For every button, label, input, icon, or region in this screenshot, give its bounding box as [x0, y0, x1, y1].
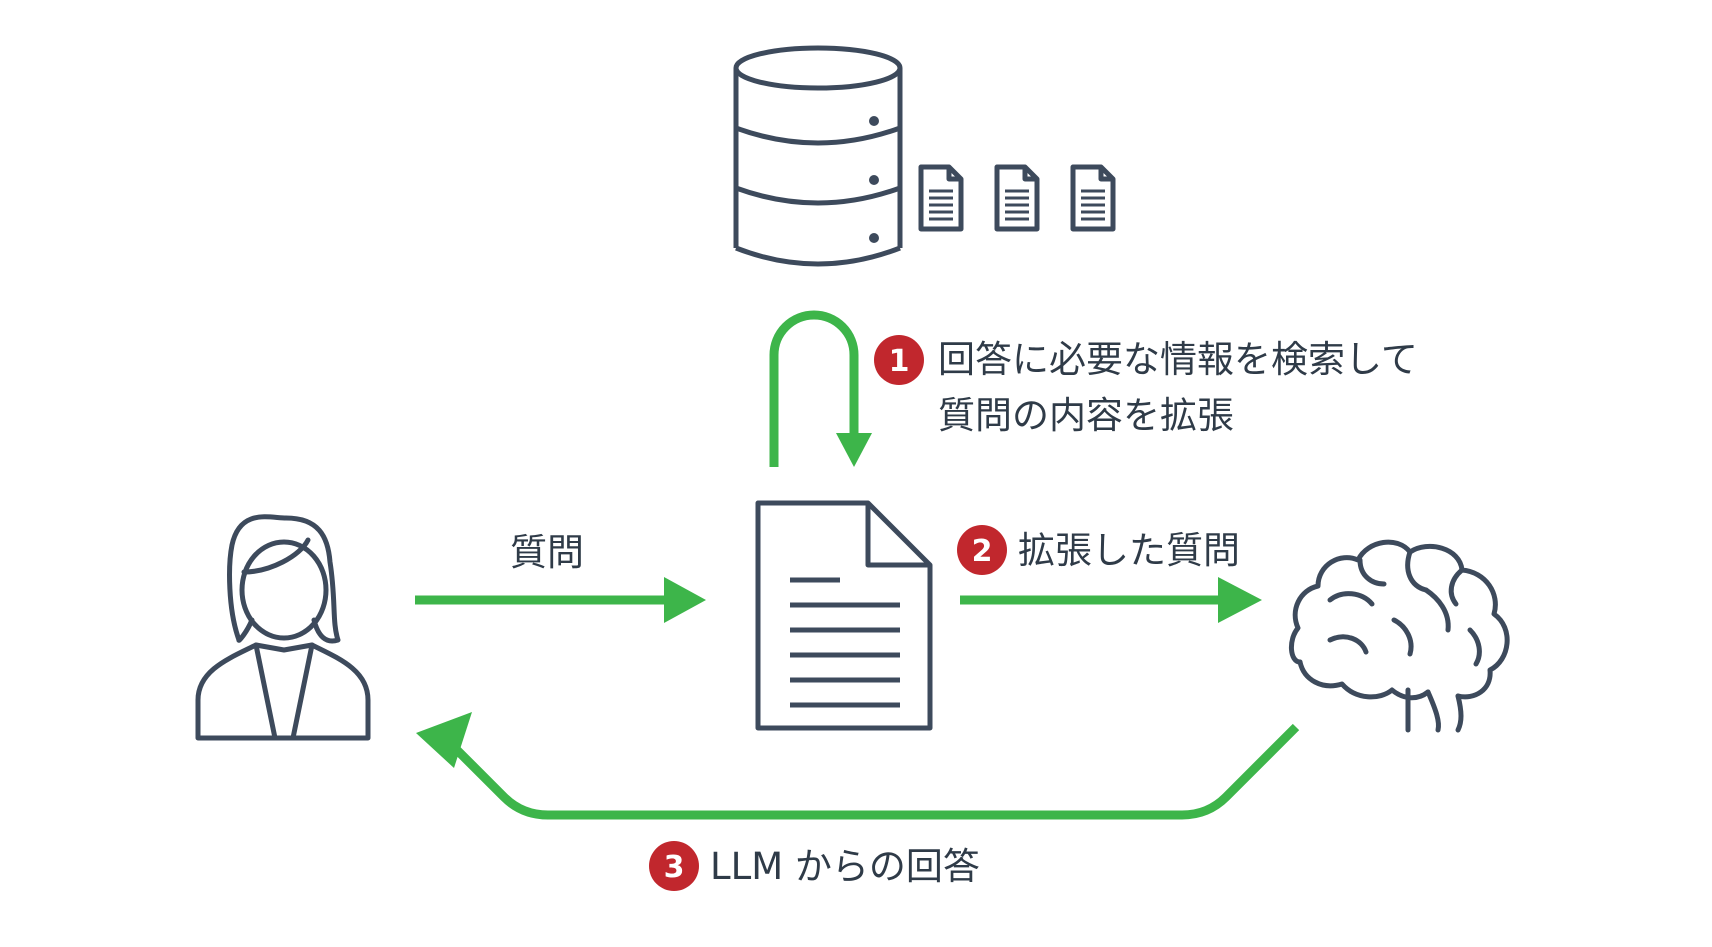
- question-label: 質問: [510, 531, 584, 574]
- step-1-badge: 1: [874, 335, 924, 385]
- step-1-label-line2: 質問の内容を拡張: [938, 394, 1234, 437]
- question-arrow: [415, 577, 706, 623]
- retrieval-loop-arrow: [769, 310, 872, 467]
- svg-text:3: 3: [664, 850, 685, 885]
- step-3-label: LLM からの回答: [710, 845, 980, 888]
- step-3-badge: 3: [649, 841, 699, 891]
- document-stack-icon: [921, 167, 1113, 229]
- user-icon: [195, 514, 371, 741]
- document-icon: [755, 500, 933, 731]
- database-icon: [733, 45, 903, 267]
- svg-text:1: 1: [889, 344, 910, 379]
- step-2-label: 拡張した質問: [1018, 529, 1240, 572]
- step-2-badge: 2: [957, 525, 1007, 575]
- augmented-question-arrow: [960, 577, 1262, 623]
- answer-arrow: [416, 712, 1300, 820]
- brain-icon: [1289, 539, 1510, 733]
- step-1-label-line1: 回答に必要な情報を検索して: [938, 338, 1418, 381]
- svg-text:2: 2: [972, 534, 993, 569]
